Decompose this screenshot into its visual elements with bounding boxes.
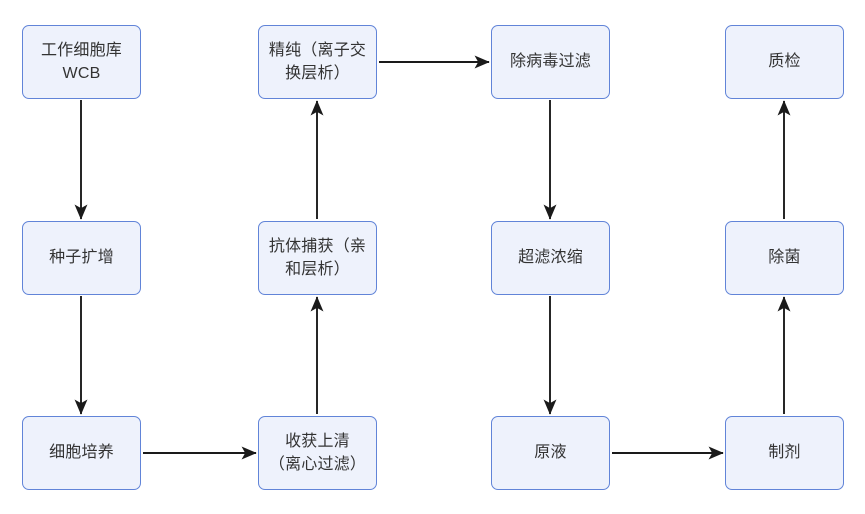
flow-node-label: 细胞培养 — [49, 444, 114, 462]
flow-node-label: 种子扩增 — [49, 249, 114, 267]
flow-node-harvest[interactable]: 收获上清 （离心过滤） — [258, 416, 377, 490]
flow-node-label: 质检 — [768, 53, 801, 71]
flow-node-formulate[interactable]: 制剂 — [725, 416, 844, 490]
flow-node-sterile[interactable]: 除菌 — [725, 221, 844, 295]
flow-node-label: 精纯（离子交 换层析） — [268, 41, 367, 82]
flow-node-ultrafilter[interactable]: 超滤浓缩 — [491, 221, 610, 295]
flow-node-culture[interactable]: 细胞培养 — [22, 416, 141, 490]
flow-node-virusfilter[interactable]: 除病毒过滤 — [491, 25, 610, 99]
flow-node-bulk[interactable]: 原液 — [491, 416, 610, 490]
flow-node-purify[interactable]: 精纯（离子交 换层析） — [258, 25, 377, 99]
flow-node-seed[interactable]: 种子扩增 — [22, 221, 141, 295]
flow-node-label: 抗体捕获（亲 和层析） — [268, 237, 367, 278]
flow-node-wcb[interactable]: 工作细胞库 WCB — [22, 25, 141, 99]
flow-node-capture[interactable]: 抗体捕获（亲 和层析） — [258, 221, 377, 295]
flow-node-label: 工作细胞库 WCB — [40, 41, 122, 82]
flow-node-label: 收获上清 （离心过滤） — [268, 432, 367, 473]
flow-node-label: 原液 — [534, 444, 567, 462]
flow-node-qc[interactable]: 质检 — [725, 25, 844, 99]
flow-node-label: 超滤浓缩 — [518, 249, 583, 267]
flow-node-label: 除菌 — [768, 249, 801, 267]
flow-node-label: 制剂 — [768, 444, 801, 462]
flow-node-label: 除病毒过滤 — [509, 53, 591, 71]
